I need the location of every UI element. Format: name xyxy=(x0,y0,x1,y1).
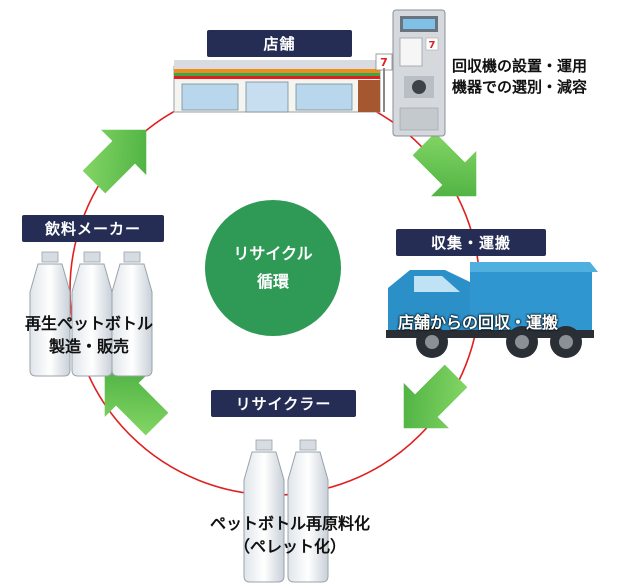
maker-tag: 飲料メーカー xyxy=(22,215,164,242)
recycling-machine: 7 xyxy=(392,9,446,137)
machine-line2: 機器での選別・減容 xyxy=(452,78,588,96)
recycler-caption: ペットボトル再原料化 （ペレット化） xyxy=(200,512,380,558)
arrow-collection-to-recycler xyxy=(403,364,468,429)
recycler-caption-line1: ペットボトル再原料化 xyxy=(209,514,370,533)
center-label-line2: 循環 xyxy=(256,272,289,291)
machine-line1: 回収機の設置・運用 xyxy=(452,57,588,75)
collection-tag: 収集・運搬 xyxy=(396,229,546,256)
maker-caption-line1: 再生ペットボトル xyxy=(24,314,153,333)
garbage-truck xyxy=(386,262,598,358)
maker-caption: 再生ペットボトル 製造・販売 xyxy=(14,312,164,358)
machine-description: 回収機の設置・運用 機器での選別・減容 xyxy=(452,56,587,98)
svg-text:7: 7 xyxy=(429,40,436,51)
arrow-recycler-to-maker xyxy=(104,371,169,436)
bottles-recycler xyxy=(243,439,329,583)
maker-caption-line2: 製造・販売 xyxy=(48,337,129,356)
arrow-maker-to-store xyxy=(82,129,147,194)
center-circle: リサイクル 循環 xyxy=(205,200,341,336)
center-label-line1: リサイクル xyxy=(233,244,313,263)
collection-caption: 店舗からの回収・運搬 xyxy=(398,313,559,332)
recycler-caption-line2: （ペレット化） xyxy=(233,537,346,556)
store-tag: 店舗 xyxy=(207,30,352,57)
recycler-tag: リサイクラー xyxy=(211,390,356,417)
arrow-store-to-collection xyxy=(412,132,477,197)
svg-text:7: 7 xyxy=(380,56,388,69)
store-building: 7 xyxy=(173,53,393,113)
bottles-maker xyxy=(29,251,153,377)
